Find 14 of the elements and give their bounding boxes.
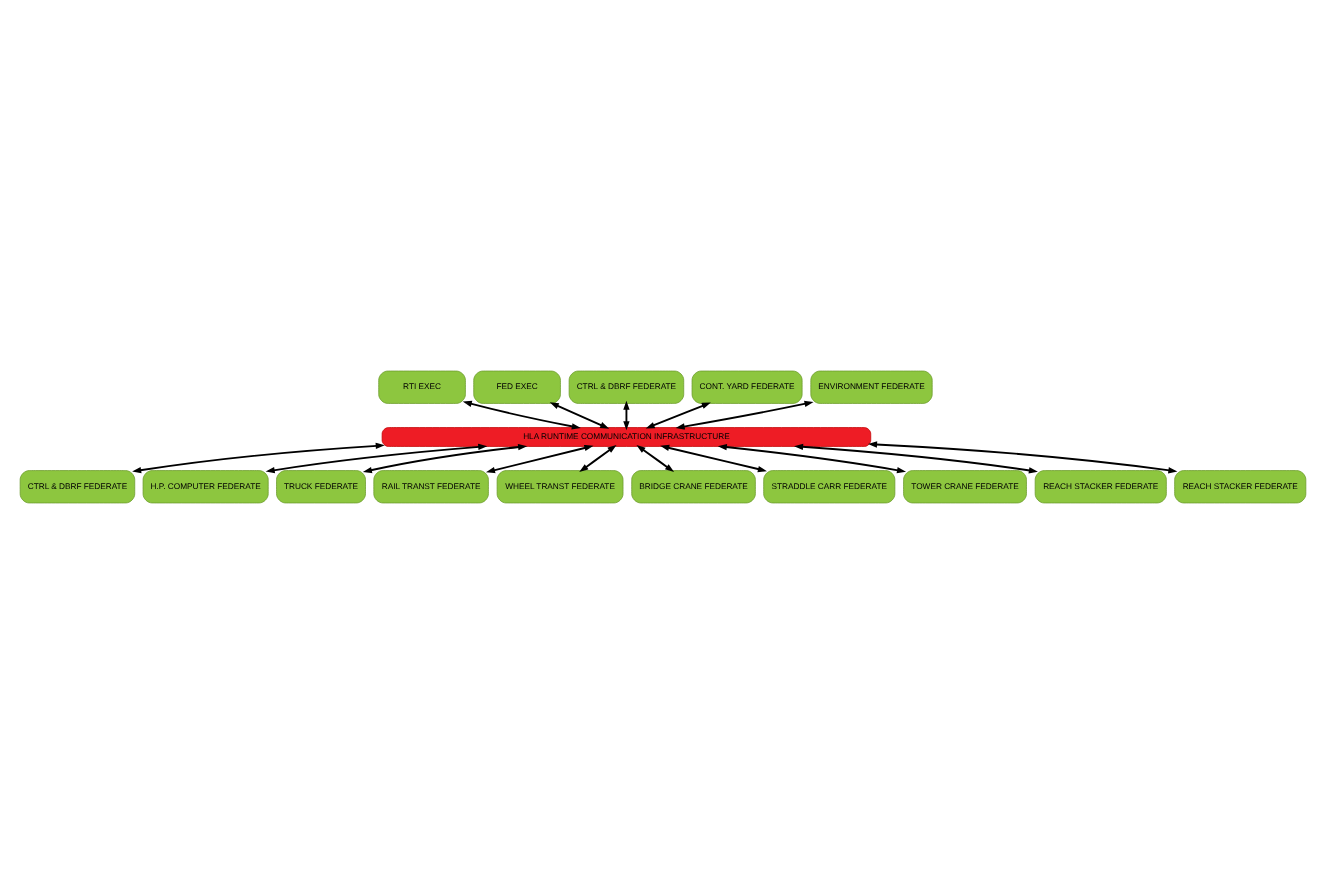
arrow — [462, 400, 581, 430]
arrow — [265, 443, 488, 474]
arrow — [868, 441, 1178, 474]
arrow — [132, 442, 385, 474]
arrow — [579, 444, 617, 473]
arrow — [717, 443, 907, 474]
arrow — [675, 400, 814, 430]
arrow — [362, 443, 528, 474]
arrow — [660, 444, 767, 473]
arrow — [549, 402, 610, 429]
arrow — [485, 444, 594, 474]
arrow — [636, 444, 675, 473]
arrow — [794, 443, 1038, 474]
arrow — [645, 402, 711, 429]
